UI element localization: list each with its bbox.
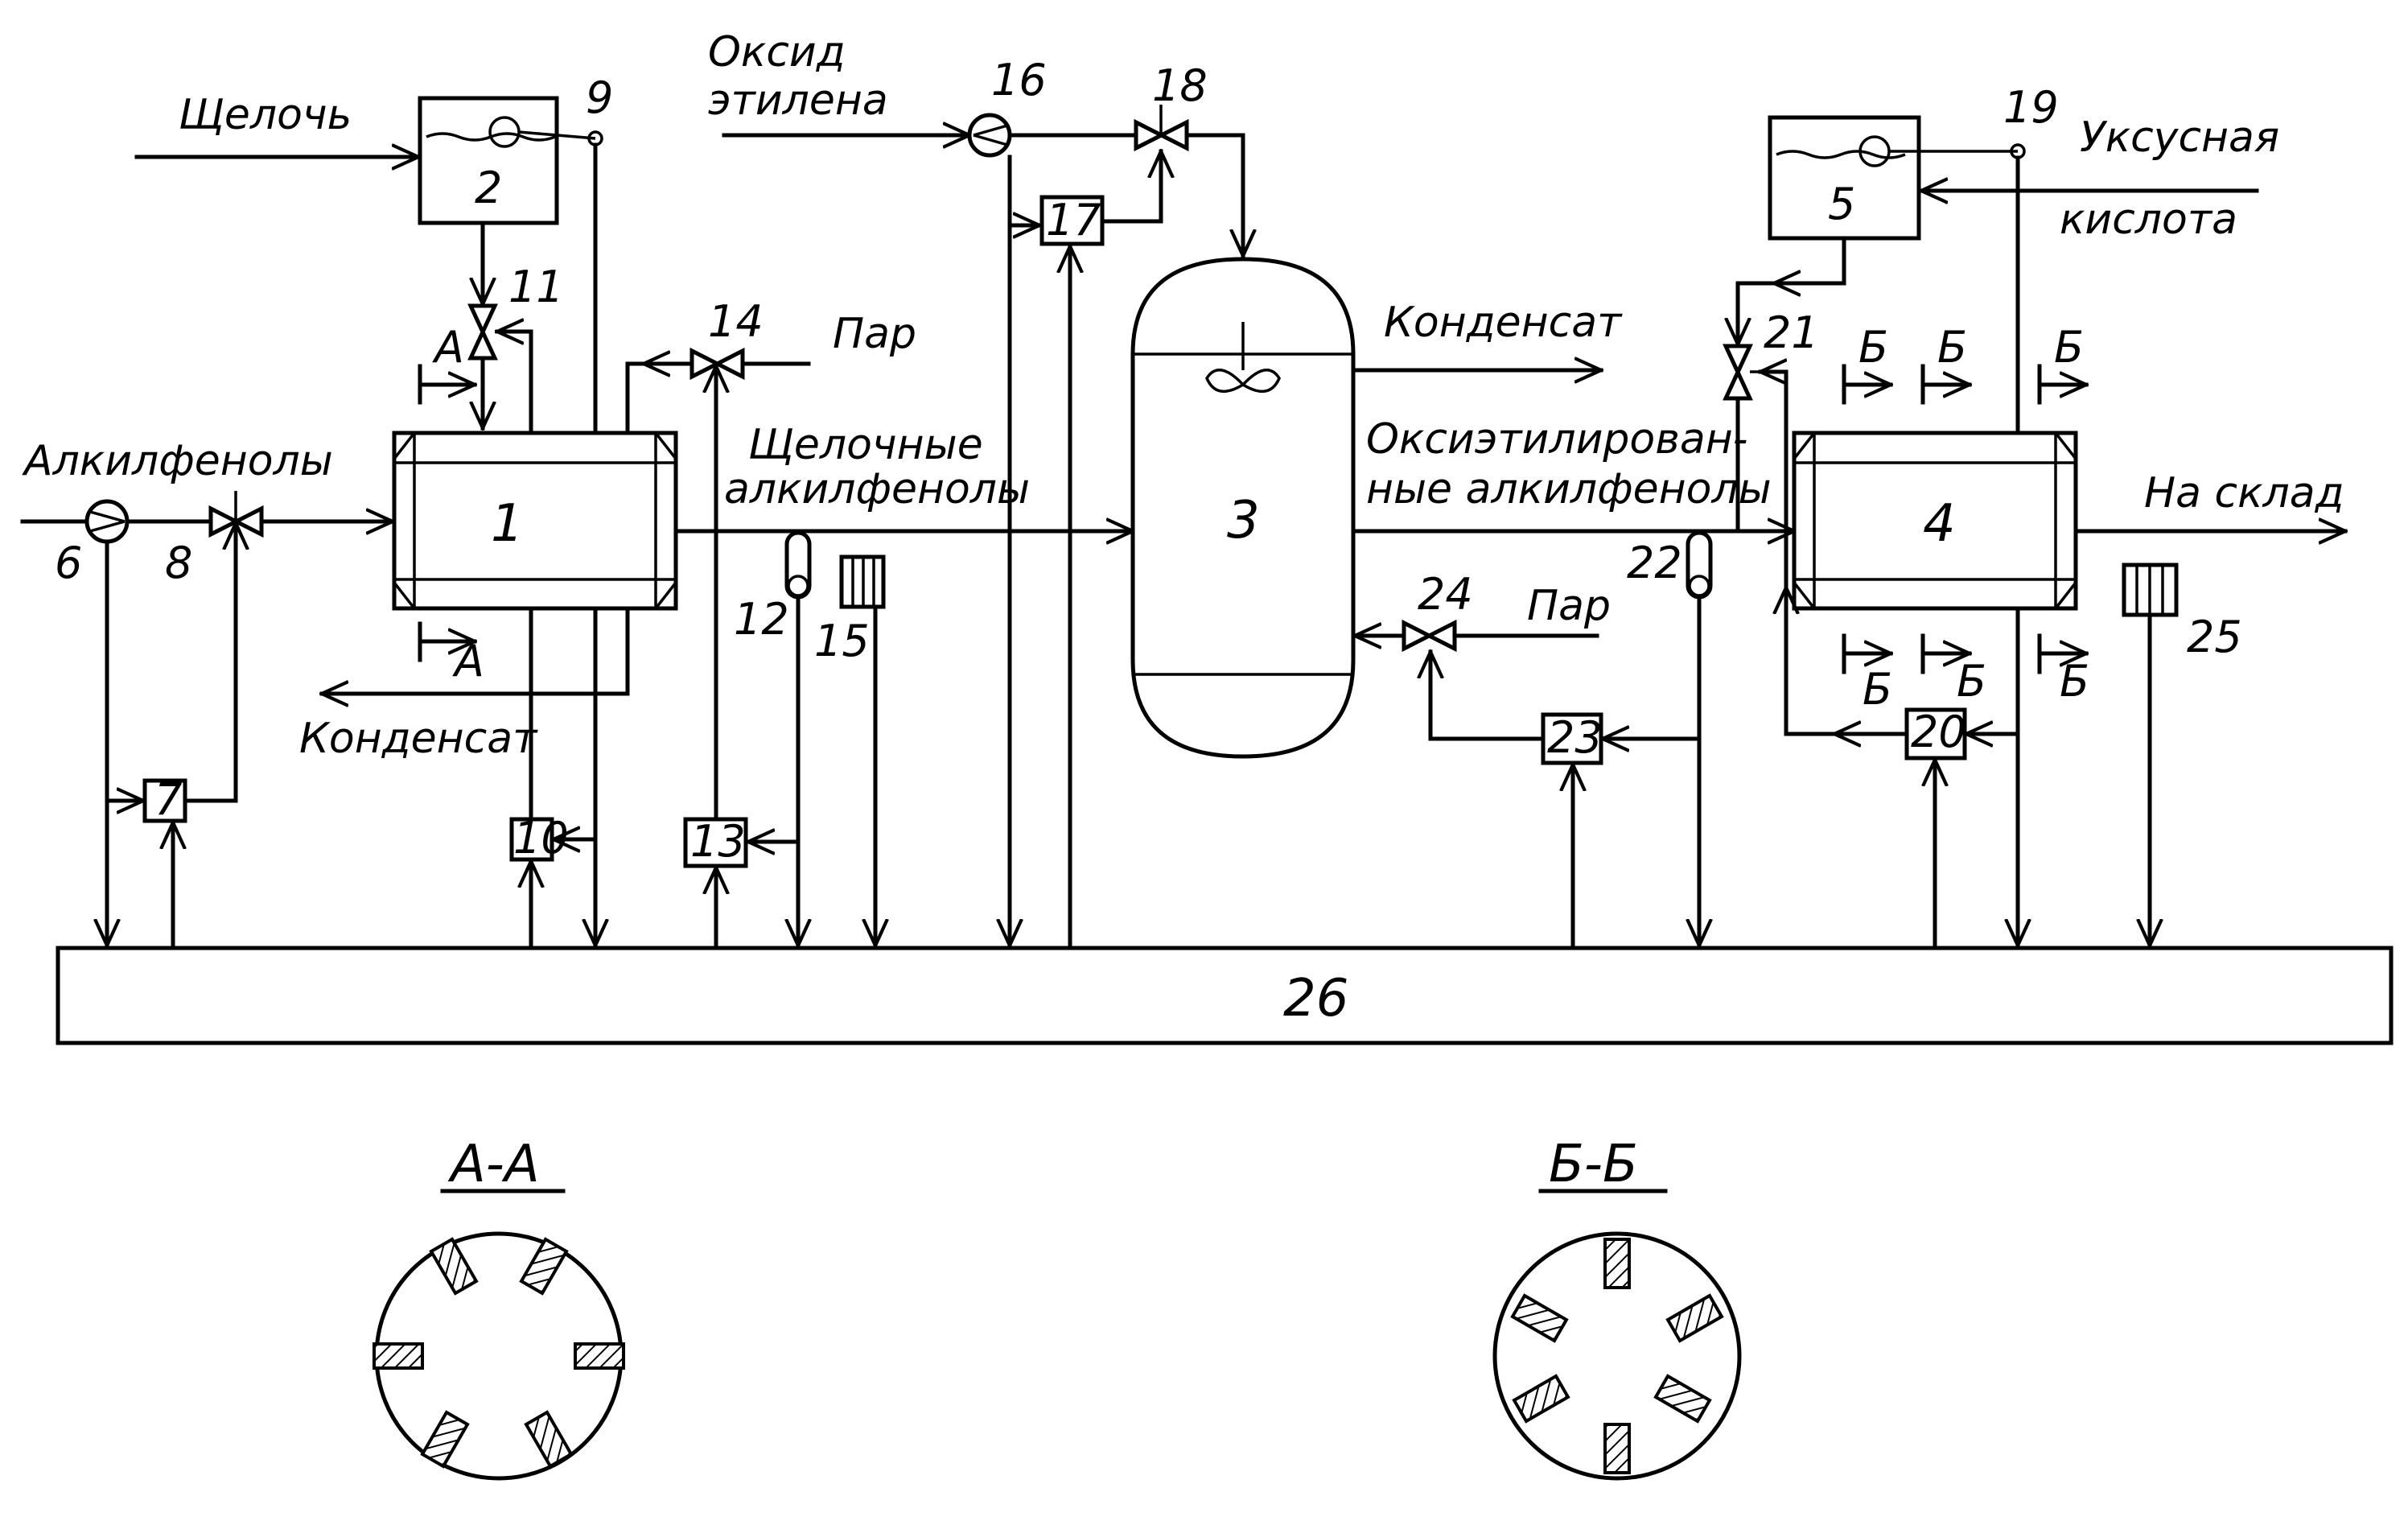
label-26: 26: [1283, 969, 1348, 1028]
signal-controller23-to-valve24: [1430, 652, 1543, 739]
reactor-3: 3: [1133, 259, 1353, 756]
section-b-label-3: Б: [2054, 322, 2084, 373]
section-b-label-2: Б: [1937, 322, 1967, 373]
label-steam-1: Пар: [833, 310, 916, 358]
section-b-label-5: Б: [1957, 656, 1986, 707]
label-17: 17: [1046, 195, 1101, 245]
label-25: 25: [2187, 612, 2242, 662]
pump-16: [969, 115, 1010, 155]
label-24: 24: [1418, 569, 1473, 620]
section-marks-b-top: Б Б Б: [1844, 322, 2086, 402]
valve-24: [1404, 623, 1455, 649]
label-14: 14: [708, 296, 764, 347]
alkali-tank-2: 2: [420, 98, 595, 223]
section-mark-a-top: А: [420, 322, 475, 402]
valve-18: [1136, 105, 1187, 148]
signal-controller7-to-valve8: [185, 523, 236, 801]
label-3: 3: [1227, 491, 1260, 550]
label-1: 1: [491, 494, 524, 554]
label-18: 18: [1152, 60, 1208, 111]
label-5: 5: [1828, 179, 1855, 229]
label-acetic-1: Уксусная: [2080, 113, 2279, 162]
acid-tank-5: 5: [1770, 117, 2018, 238]
section-a-a-title: А-А: [447, 1135, 540, 1194]
section-b-label-1: Б: [1858, 322, 1888, 373]
label-15: 15: [814, 616, 870, 666]
label-16: 16: [991, 55, 1047, 105]
label-alkaline-2: алкилфенолы: [724, 465, 1030, 513]
temperature-sensor-22: [1688, 533, 1710, 597]
section-b-b-title: Б-Б: [1549, 1135, 1638, 1194]
control-system-26: 26: [58, 948, 2391, 1043]
section-b-b: Б-Б: [1495, 1135, 1739, 1478]
label-oxyethylated-2: ные алкилфенолы: [1366, 465, 1772, 513]
label-23: 23: [1547, 712, 1603, 763]
section-marks-b-bottom: Б Б Б: [1844, 636, 2089, 715]
controller-20: 20: [1907, 707, 1966, 758]
label-alkali: Щелочь: [179, 91, 352, 139]
section-b-label-4: Б: [1863, 664, 1892, 715]
label-steam-2: Пар: [1527, 582, 1611, 630]
label-8: 8: [165, 538, 192, 588]
label-2: 2: [475, 163, 502, 213]
analyzer-15: [842, 557, 883, 607]
section-a-label-top: А: [432, 322, 464, 373]
label-ethylene-oxide-1: Оксид: [708, 28, 846, 76]
line-valve18-to-reactor3: [1187, 135, 1243, 256]
label-condensate-2: Конденсат: [1384, 299, 1623, 347]
label-condensate-1: Конденсат: [299, 715, 538, 763]
label-22: 22: [1627, 538, 1682, 588]
pump-6: [87, 501, 127, 542]
label-acetic-2: кислота: [2060, 196, 2237, 244]
mixer-1: 1: [394, 433, 676, 608]
label-to-storage: На склад: [2144, 469, 2344, 517]
label-19: 19: [2003, 82, 2059, 133]
signal-controller17-to-valve18: [1102, 151, 1161, 221]
temperature-sensor-12: [787, 533, 809, 597]
section-a-label-bottom: А: [452, 636, 484, 686]
label-4: 4: [1923, 494, 1956, 554]
label-7: 7: [154, 774, 182, 825]
label-ethylene-oxide-2: этилена: [708, 76, 888, 125]
controller-17: 17: [1042, 195, 1102, 245]
label-11: 11: [508, 262, 564, 312]
neutralizer-4: 4: [1794, 433, 2076, 608]
label-20: 20: [1911, 707, 1966, 757]
controller-7: 7: [145, 774, 185, 825]
label-alkylphenols: Алкилфенолы: [22, 437, 333, 485]
label-21: 21: [1764, 307, 1819, 358]
label-6: 6: [55, 538, 82, 588]
label-12: 12: [734, 594, 789, 645]
controller-23: 23: [1543, 712, 1603, 763]
label-13: 13: [690, 816, 746, 867]
steam-to-mixer1: [628, 364, 690, 431]
controller-13: 13: [685, 816, 746, 867]
section-b-label-6: Б: [2060, 656, 2089, 707]
section-mark-a-bottom: А: [420, 624, 484, 686]
analyzer-25: [2124, 565, 2176, 615]
label-9: 9: [586, 72, 613, 123]
label-oxyethylated-1: Оксиэтилирован-: [1366, 415, 1747, 464]
section-a-a: А-А: [374, 1135, 624, 1478]
label-alkaline-1: Щелочные: [748, 421, 983, 469]
